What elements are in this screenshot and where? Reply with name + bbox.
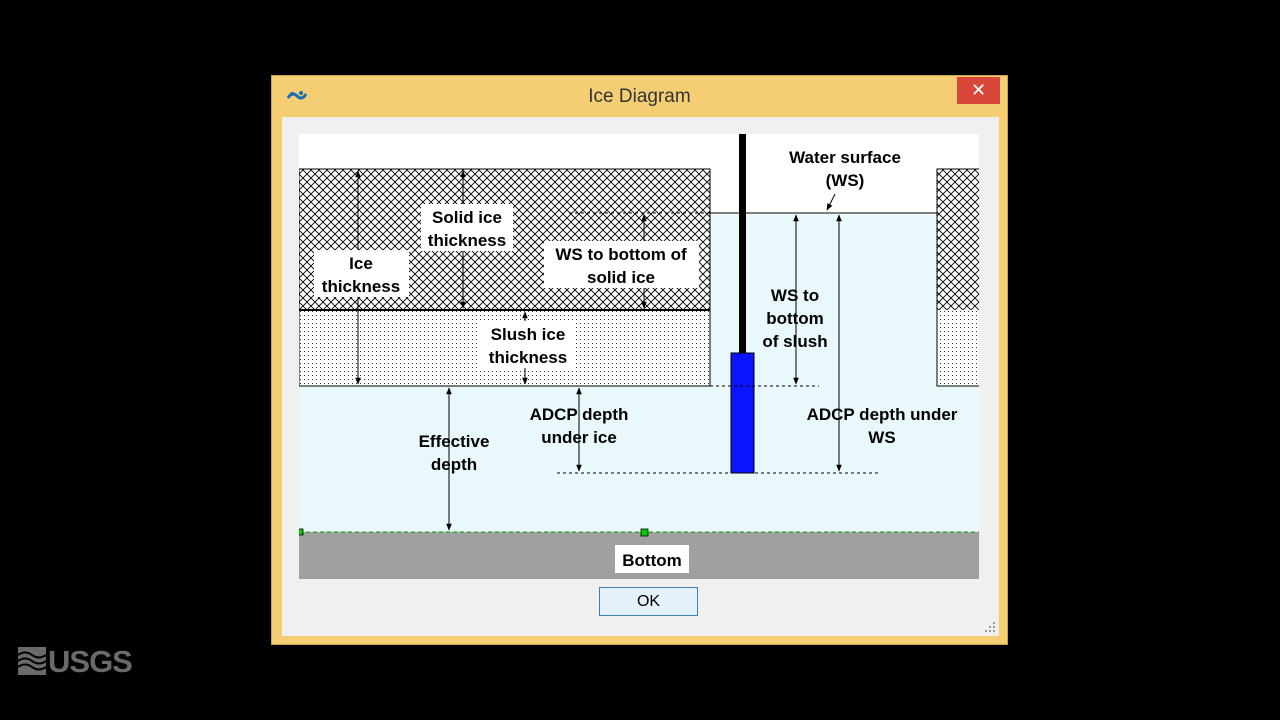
close-icon: ✕ (970, 80, 987, 100)
adcp-under-ws-label-2: WS (868, 428, 895, 447)
effective-depth-label: Effective (419, 432, 490, 451)
water-surface-label: Water surface (789, 148, 901, 167)
water-surface-pointer (826, 193, 836, 211)
ws-bottom-solid-label-2: solid ice (587, 268, 655, 287)
close-button[interactable]: ✕ (957, 77, 1000, 104)
usgs-logo: USGS (18, 644, 133, 679)
label-bg-slush (480, 321, 575, 368)
ice-diagram-window: Ice Diagram ✕ (271, 75, 1008, 645)
ice-thickness-label: Ice (349, 254, 373, 273)
ws-bottom-slush-label-2: bottom (766, 309, 824, 328)
ws-bottom-slush-label-3: of slush (762, 332, 827, 351)
adcp-mount-rod (739, 134, 746, 354)
effective-depth-label-2: depth (431, 455, 477, 474)
slush-ice-label: Slush ice (491, 325, 566, 344)
app-icon (286, 91, 308, 100)
solid-ice-right (937, 169, 979, 310)
ok-button[interactable]: OK (599, 587, 698, 616)
label-bg-ws-bottom-solid (544, 241, 699, 288)
usgs-wave-icon (18, 647, 47, 675)
ws-bottom-solid-label: WS to bottom of (555, 245, 687, 264)
slush-ice-right (937, 310, 979, 386)
client-area: Water surface (WS) Solid ice thickness I… (282, 117, 999, 636)
ws-bottom-slush-label: WS to (771, 286, 819, 305)
ice-outline-left (299, 168, 711, 387)
ice-outline-right (936, 168, 979, 387)
label-bg-solid-ice (421, 204, 513, 251)
window-title: Ice Diagram (588, 86, 691, 107)
solid-ice-label: Solid ice (432, 208, 502, 227)
title-bar[interactable]: Ice Diagram ✕ (272, 76, 1007, 116)
bottom-label: Bottom (622, 551, 681, 570)
handle-center[interactable] (640, 528, 649, 537)
water-surface-label-2: (WS) (826, 171, 865, 190)
adcp-under-ws-label: ADCP depth under (807, 405, 958, 424)
ice-diagram: Water surface (WS) Solid ice thickness I… (299, 134, 979, 579)
label-bg-water-surface (779, 147, 912, 193)
solid-ice-label-2: thickness (428, 231, 506, 250)
adcp-under-ice-label: ADCP depth (530, 405, 629, 424)
slush-ice-label-2: thickness (489, 348, 567, 367)
usgs-logo-text: USGS (48, 644, 133, 679)
adcp-under-ice-label-2: under ice (541, 428, 617, 447)
label-bg-ice-thickness (314, 250, 409, 297)
ice-thickness-label-2: thickness (322, 277, 400, 296)
handle-left[interactable] (299, 528, 304, 536)
resize-grip-icon[interactable] (984, 621, 996, 633)
label-bg-bottom (615, 545, 689, 573)
adcp-transducer (730, 352, 755, 474)
